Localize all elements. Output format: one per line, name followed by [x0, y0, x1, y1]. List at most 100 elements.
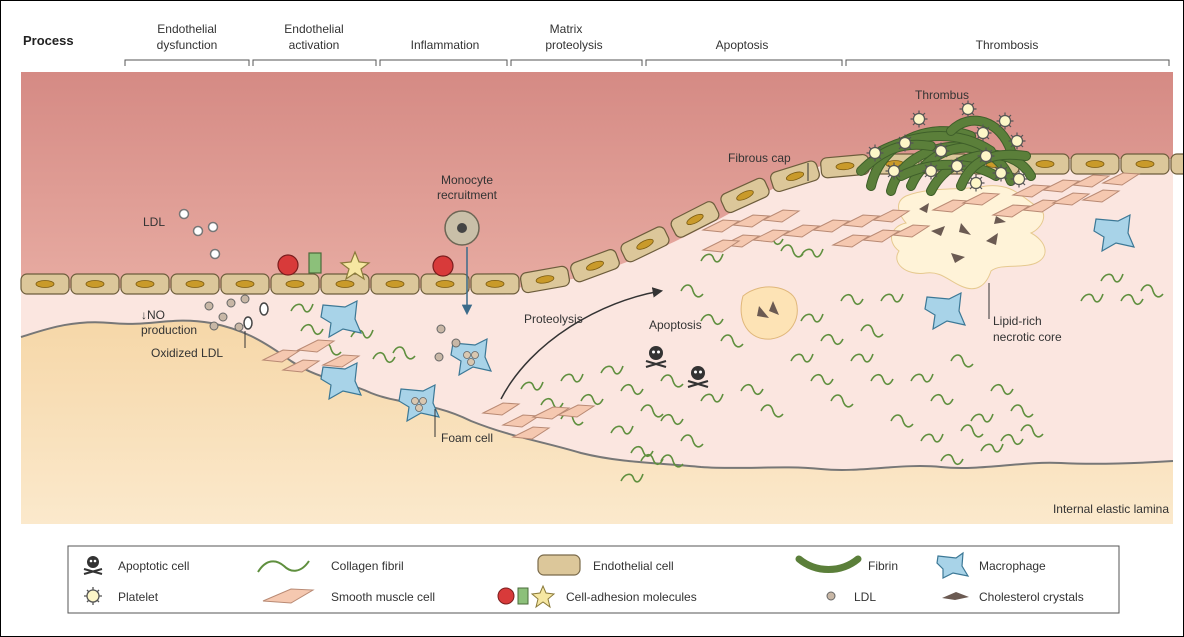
endothelial-cell [421, 274, 469, 294]
adhesion-molecule-circle [433, 256, 453, 276]
stage-label-line2: Thrombosis [976, 38, 1039, 52]
platelet [949, 158, 966, 175]
ldl-particle [209, 223, 218, 232]
platelet [933, 143, 950, 160]
legend-label: Cell-adhesion molecules [566, 590, 697, 604]
endothelial-cell [121, 274, 169, 294]
stage-label-line2: proteolysis [545, 38, 602, 52]
legend-item: Cell-adhesion molecules [498, 586, 697, 607]
stage-bracket [846, 60, 1169, 66]
fibrous-cap-label: Fibrous cap [728, 151, 791, 165]
no-production-label: ↓NO [141, 308, 165, 322]
stage-endothelial-activation: Endothelial activation [253, 22, 376, 66]
skull-eye [694, 371, 697, 374]
foam-cell-label: Foam cell [441, 431, 493, 445]
ldl-particle [219, 313, 227, 321]
adhesion-molecule-rect [309, 253, 321, 273]
legend-label: LDL [854, 590, 876, 604]
lipid-rich-necrotic-core-label: necrotic core [993, 330, 1062, 344]
legend-label: Cholesterol crystals [979, 590, 1084, 604]
apoptosis-label: Apoptosis [649, 318, 702, 332]
ldl-particle [227, 299, 235, 307]
legend-label: Collagen fibril [331, 559, 404, 573]
legend: Apoptotic cell Collagen fibril Endotheli… [68, 546, 1119, 613]
skull [691, 366, 705, 380]
endothelial-cell [271, 274, 319, 294]
platelet [975, 125, 992, 142]
platelet [911, 111, 928, 128]
platelet [1009, 133, 1026, 150]
legend-label: Fibrin [868, 559, 898, 573]
legend-label: Apoptotic cell [118, 559, 189, 573]
platelet [960, 101, 977, 118]
legend-label: Macrophage [979, 559, 1046, 573]
stage-bracket [511, 60, 642, 66]
lipid-pocket [741, 287, 797, 339]
platelet [993, 165, 1010, 182]
endothelial-cell [1121, 154, 1169, 174]
ldl-particle [205, 302, 213, 310]
ldl-particle [235, 323, 243, 331]
ldl-particle [180, 210, 189, 219]
stage-label-line2: dysfunction [157, 38, 218, 52]
platelet [923, 163, 940, 180]
skull [649, 346, 663, 360]
ldl-icon [827, 592, 835, 600]
endothelial-cell [471, 274, 519, 294]
endothelial-cell [371, 274, 419, 294]
no-production-label: production [141, 323, 197, 337]
oxidized-ldl-particle [260, 303, 268, 315]
thrombus-label: Thrombus [915, 88, 969, 102]
endothelial-cell [1071, 154, 1119, 174]
ldl-label: LDL [143, 215, 165, 229]
stage-label-line2: Inflammation [411, 38, 480, 52]
proteolysis-label: Proteolysis [524, 312, 583, 326]
internal-elastic-lamina-label: Internal elastic lamina [1053, 502, 1169, 516]
skull-eye [652, 351, 655, 354]
stage-bracket [253, 60, 376, 66]
monocyte-nucleus [457, 223, 467, 233]
oxidized-ldl-particle [244, 317, 252, 329]
legend-label: Endothelial cell [593, 559, 674, 573]
ldl-particle [210, 322, 218, 330]
platelet [978, 148, 995, 165]
stage-inflammation: Inflammation [380, 38, 507, 66]
platelet [897, 135, 914, 152]
platelet [867, 145, 884, 162]
endothelial-cell [71, 274, 119, 294]
stage-label-line2: activation [289, 38, 340, 52]
stage-label-line1: Endothelial [157, 22, 216, 36]
legend-item: Smooth muscle cell [263, 589, 435, 604]
stage-label-line2: Apoptosis [716, 38, 769, 52]
platelet [968, 175, 985, 192]
stage-bracket [380, 60, 507, 66]
legend-label: Platelet [118, 590, 159, 604]
oxidized-ldl-label: Oxidized LDL [151, 346, 223, 360]
platelet [1011, 171, 1028, 188]
ldl-particle [437, 325, 445, 333]
endothelial-cell [1171, 154, 1183, 174]
skull-eye [657, 351, 660, 354]
lipid-rich-necrotic-core-label: Lipid-rich [993, 314, 1042, 328]
endothelial-cell [171, 274, 219, 294]
ldl-particle [452, 339, 460, 347]
stage-label-line1: Matrix [550, 22, 583, 36]
legend-label: Smooth muscle cell [331, 590, 435, 604]
ldl-particle [211, 250, 220, 259]
adhesion-molecule-circle [278, 255, 298, 275]
monocyte-recruitment-label: recruitment [437, 188, 498, 202]
stage-thrombosis: Thrombosis [846, 38, 1169, 66]
ldl-particle [435, 353, 443, 361]
stage-bracket [646, 60, 842, 66]
stage-label-line1: Endothelial [284, 22, 343, 36]
platelet [886, 163, 903, 180]
endothelial-cell [221, 274, 269, 294]
stage-endothelial-dysfunction: Endothelial dysfunction [125, 22, 249, 66]
endothelial-cell-icon [538, 555, 580, 575]
monocyte-recruitment-label: Monocyte [441, 173, 493, 187]
stage-bracket [125, 60, 249, 66]
skull-eye [699, 371, 702, 374]
endothelial-cell [21, 274, 69, 294]
